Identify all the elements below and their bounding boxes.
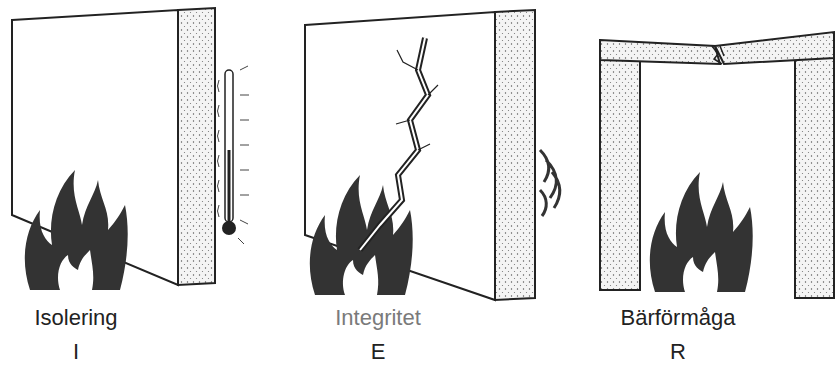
criterion-name: Bärförmåga xyxy=(621,306,736,330)
criterion-letter: I xyxy=(73,340,79,364)
integrity-wall xyxy=(305,10,560,300)
load-bearing-structure xyxy=(600,32,834,298)
criterion-letter: E xyxy=(371,340,386,364)
insulation-wall xyxy=(12,8,249,290)
criterion-name: Integritet xyxy=(335,306,421,330)
criterion-letter: R xyxy=(670,340,686,364)
criterion-name: Isolering xyxy=(34,306,117,330)
